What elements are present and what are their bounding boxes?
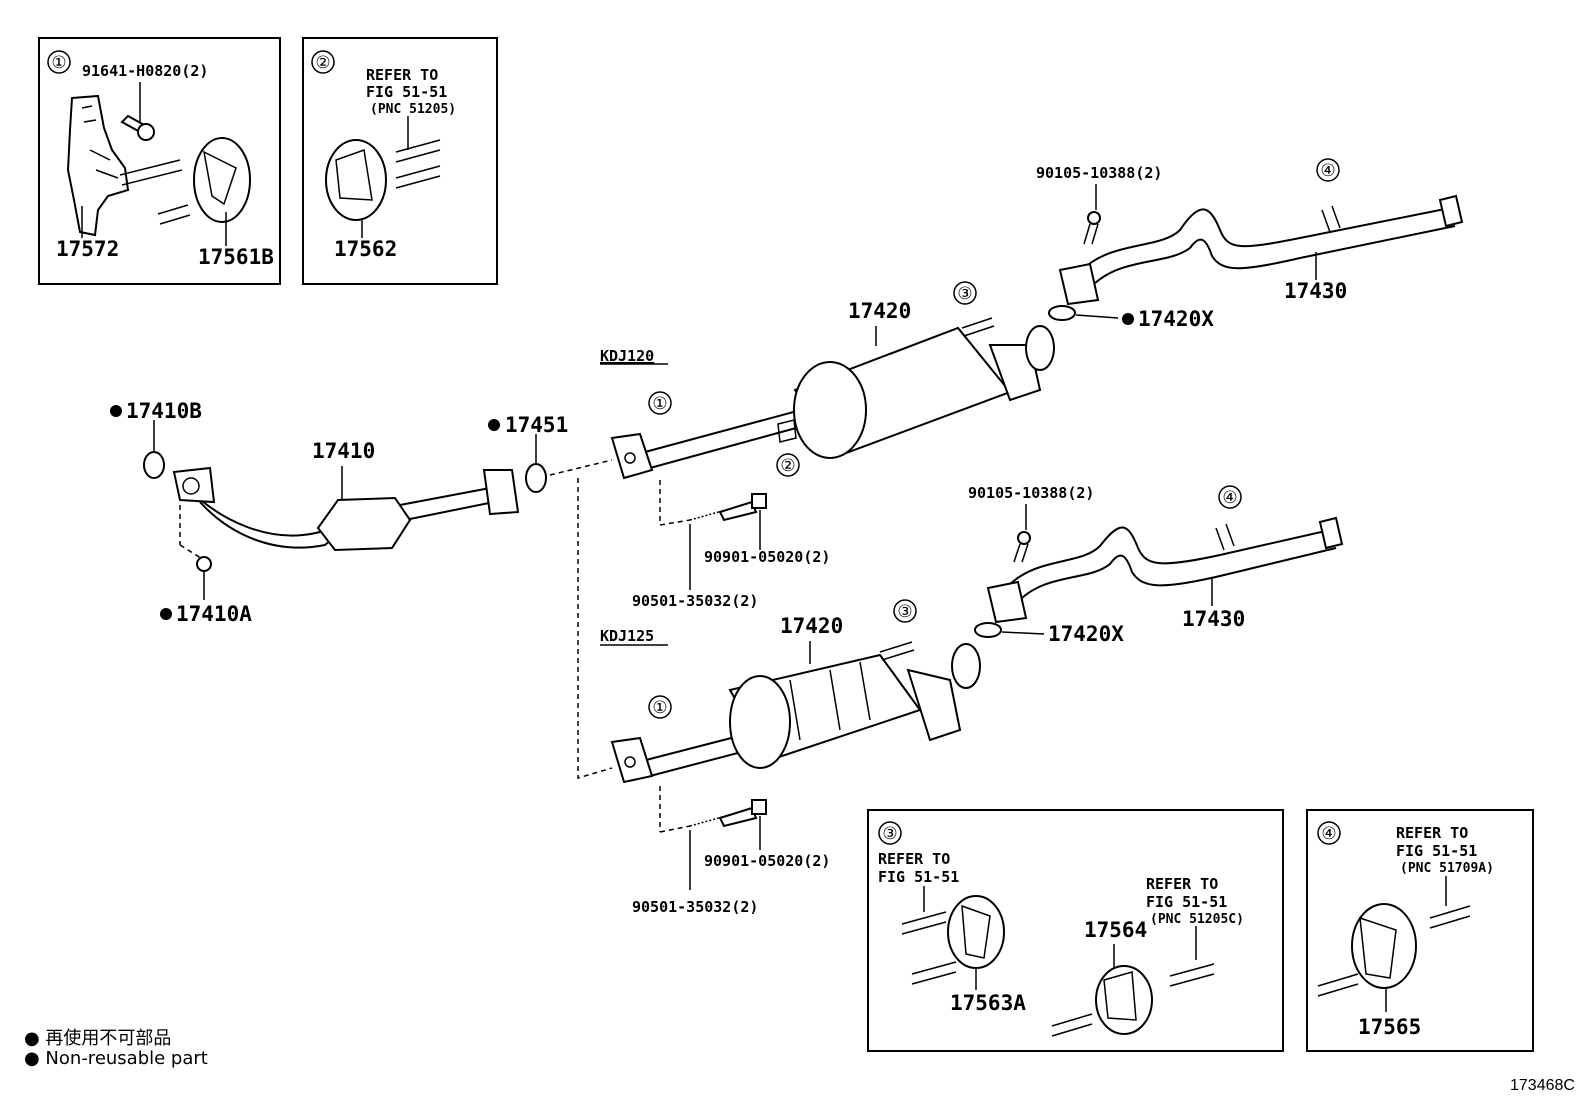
bracket-17572-label: 17572 xyxy=(56,237,119,261)
gasket-17420x-kdj125-label: 17420X xyxy=(1048,622,1124,646)
inset-4-number: ④ xyxy=(1321,824,1336,844)
non-reusable-marker xyxy=(1122,313,1134,325)
gasket-17410b-icon xyxy=(143,451,165,479)
gasket-17420x-icon xyxy=(974,622,1002,638)
kdj125-bolt-top-label: 90105-10388(2) xyxy=(968,484,1094,502)
inset-2-number: ② xyxy=(315,53,330,73)
tailpipe-kdj125-label: 17430 xyxy=(1182,607,1245,631)
muffler-kdj125-label: 17420 xyxy=(780,614,843,638)
kdj120-callout-4: ④ xyxy=(1320,161,1335,181)
inset-box-1 xyxy=(38,37,281,285)
inset-1-bolt-label: 91641-H0820(2) xyxy=(82,62,208,80)
kdj125-callout-4: ④ xyxy=(1222,488,1237,508)
tailpipe-kdj120-label: 17430 xyxy=(1284,279,1347,303)
kdj125-bolt-label: 90901-05020(2) xyxy=(704,852,830,870)
kdj120-bolt-top-label: 90105-10388(2) xyxy=(1036,164,1162,182)
front-pipe-17410-drawing xyxy=(172,466,520,552)
gasket-17451-label: 17451 xyxy=(505,413,568,437)
bolt-icon xyxy=(718,806,758,828)
model-kdj120-label: KDJ120 xyxy=(600,347,654,365)
inset-4-refer-3: (PNC 51709A) xyxy=(1400,861,1494,876)
non-reusable-marker xyxy=(110,405,122,417)
inset-box-2 xyxy=(302,37,498,285)
kdj120-callout-1: ① xyxy=(652,394,667,414)
hanger-17563a-label: 17563A xyxy=(950,991,1026,1015)
bolt-icon xyxy=(1083,211,1101,245)
muffler-kdj120-label: 17420 xyxy=(848,299,911,323)
inset-3-refer-a-2: FIG 51-51 xyxy=(878,868,959,886)
hanger-17562-label: 17562 xyxy=(334,237,397,261)
model-kdj125-label: KDJ125 xyxy=(600,627,654,645)
inset-4-refer-2: FIG 51-51 xyxy=(1396,842,1477,860)
nut-17410a-label: 17410A xyxy=(176,602,252,626)
hanger-17565-drawing xyxy=(1351,903,1417,989)
muffler-kdj120-drawing xyxy=(610,317,1055,480)
inset-1-marker xyxy=(47,50,71,74)
tailpipe-kdj120-drawing xyxy=(1058,194,1464,306)
bracket-17572-drawing xyxy=(66,94,191,237)
kdj120-callout-2: ② xyxy=(780,456,795,476)
inset-box-4 xyxy=(1306,809,1534,1052)
figure-number: 173468C xyxy=(1510,1077,1575,1094)
hanger-17562-drawing xyxy=(325,139,387,221)
front-pipe-17410-label: 17410 xyxy=(312,439,375,463)
inset-2-rods xyxy=(395,139,441,189)
inset-4-refer-1: REFER TO xyxy=(1396,824,1468,842)
spring-icon xyxy=(689,505,741,521)
inset-3-refer-b-3: (PNC 51205C) xyxy=(1150,912,1244,927)
kdj120-bolt-label: 90901-05020(2) xyxy=(704,548,830,566)
hanger-17564-drawing xyxy=(1095,965,1153,1035)
tailpipe-kdj125-drawing xyxy=(986,516,1344,624)
inset-2-refer-1: REFER TO xyxy=(366,66,438,84)
bolt-icon xyxy=(718,500,758,522)
non-reusable-marker xyxy=(488,419,500,431)
gasket-17420x-kdj120-label: 17420X xyxy=(1138,307,1214,331)
spring-icon xyxy=(689,811,741,827)
kdj120-spring-label: 90501-35032(2) xyxy=(632,592,758,610)
inset-2-refer-2: FIG 51-51 xyxy=(366,83,447,101)
inset-3-refer-b-2: FIG 51-51 xyxy=(1146,893,1227,911)
hanger-17561b-label: 17561B xyxy=(198,245,274,269)
muffler-kdj125-drawing xyxy=(610,641,981,784)
kdj125-callout-1: ① xyxy=(652,698,667,718)
hanger-17563a-drawing xyxy=(947,895,1005,969)
non-reusable-marker xyxy=(160,608,172,620)
gasket-17410b-label: 17410B xyxy=(126,399,202,423)
legend-en: ● Non-reusable part xyxy=(24,1048,208,1069)
inset-box-3 xyxy=(867,809,1284,1052)
legend-jp: ● 再使用不可部品 xyxy=(24,1028,172,1049)
nut-17410a-icon xyxy=(196,556,212,572)
bolt-icon xyxy=(1013,531,1031,563)
gasket-17420x-icon xyxy=(1048,305,1076,321)
hanger-17564-label: 17564 xyxy=(1084,918,1147,942)
gasket-17451-icon xyxy=(525,463,547,493)
inset-2-refer-3: (PNC 51205) xyxy=(370,102,456,117)
inset-3-refer-a-1: REFER TO xyxy=(878,850,950,868)
kdj125-callout-3: ③ xyxy=(897,602,912,622)
inset-3-refer-b-1: REFER TO xyxy=(1146,875,1218,893)
inset-3-number: ③ xyxy=(882,824,897,844)
inset-1-number: ① xyxy=(51,53,66,73)
hanger-17561b-drawing xyxy=(193,137,251,223)
joint-dash-1 xyxy=(549,459,613,476)
inset-2-marker xyxy=(311,50,335,74)
bolt-icon xyxy=(120,114,155,141)
kdj120-callout-3: ③ xyxy=(957,284,972,304)
joint-dash-2 xyxy=(577,478,613,780)
kdj125-spring-label: 90501-35032(2) xyxy=(632,898,758,916)
hanger-17565-label: 17565 xyxy=(1358,1015,1421,1039)
